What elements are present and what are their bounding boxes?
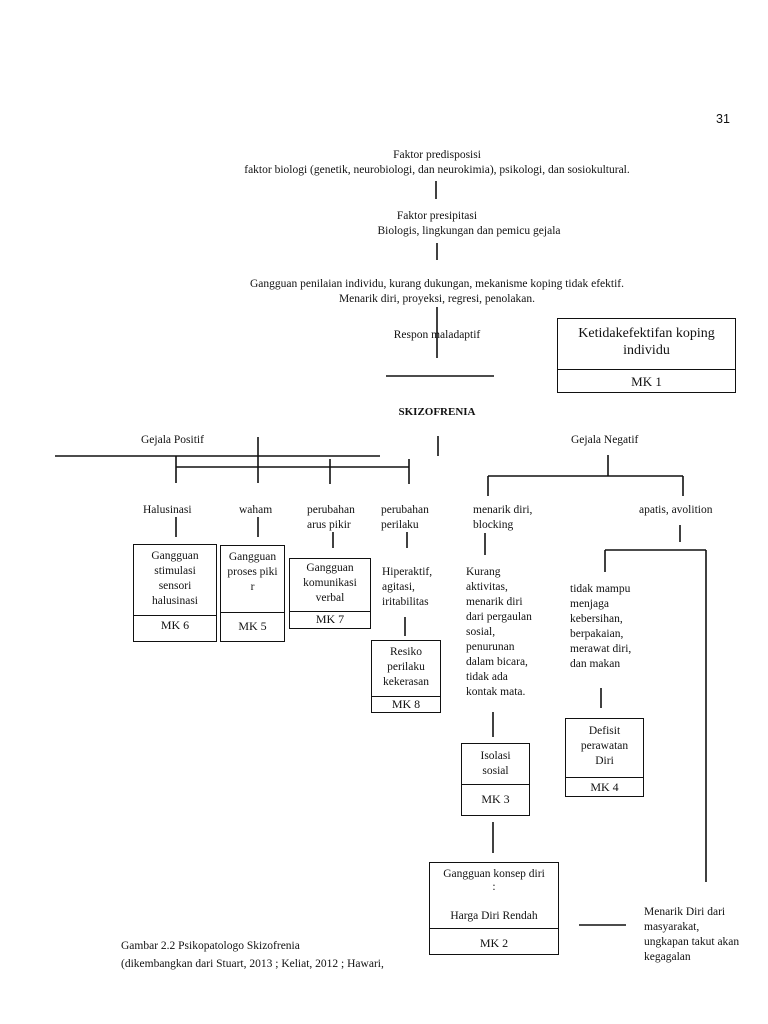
- predisposisi-title: Faktor predisposisi: [393, 149, 481, 161]
- mk1-title: Ketidakefektifan koping individu: [578, 326, 715, 358]
- caption-line-2: (dikembangkan dari Stuart, 2013 ; Keliat…: [121, 958, 384, 970]
- caption-line-1: Gambar 2.2 Psikopatologo Skizofrenia: [121, 940, 300, 952]
- mk8-title: Resiko perilaku kekerasan: [383, 646, 429, 688]
- mk6-code: MK 6: [160, 618, 190, 632]
- mk2-title-line-2: :: [492, 881, 496, 893]
- penilaian-line-1: Gangguan penilaian individu, kurang duku…: [250, 278, 624, 290]
- apatis-label: apatis, avolition: [639, 504, 713, 516]
- mk3-title: Isolasi sosial: [480, 750, 511, 777]
- presipitasi-text: Biologis, lingkungan dan pemicu gejala: [377, 225, 561, 237]
- presipitasi-title: Faktor presipitasi: [396, 210, 478, 222]
- mk2-box: Gangguan konsep diri : Harga Diri Rendah…: [429, 862, 559, 955]
- mk1-box: Ketidakefektifan koping individu MK 1: [557, 318, 736, 393]
- skizofrenia-label: SKIZOFRENIA: [398, 406, 476, 418]
- halusinasi-label: Halusinasi: [143, 504, 192, 516]
- mk3-box: Isolasi sosial MK 3: [461, 743, 530, 816]
- mk7-title: Gangguan komunikasi verbal: [303, 562, 357, 604]
- mk6-title: Gangguan stimulasi sensori halusinasi: [151, 550, 199, 607]
- page-number: 31: [716, 112, 730, 126]
- mk5-title: Gangguan proses pikir: [227, 551, 278, 593]
- predisposisi-text: faktor biologi (genetik, neurobiologi, d…: [244, 164, 630, 176]
- mk7-code: MK 7: [315, 612, 345, 626]
- mk4-title: Defisit perawatan Diri: [580, 725, 629, 767]
- mk2-title-line-1: Gangguan konsep diri: [443, 868, 545, 880]
- respon-label: Respon maladaptif: [393, 329, 481, 341]
- waham-label: waham: [239, 504, 273, 516]
- mk3-code: MK 3: [481, 792, 510, 806]
- gejala-positif-label: Gejala Positif: [141, 434, 204, 446]
- mk7-box: Gangguan komunikasi verbal MK 7: [289, 558, 371, 629]
- menarik-masyarakat-text: Menarik Diri dari masyarakat, ungkapan t…: [644, 906, 740, 963]
- perilaku-detail: Hiperaktif, agitasi, iritabilitas: [382, 566, 433, 608]
- perubahan-perilaku-label: perubahan perilaku: [381, 504, 429, 531]
- mk4-code: MK 4: [590, 780, 619, 794]
- perubahan-arus-pikir-label: perubahan arus pikir: [307, 504, 355, 531]
- mk4-box: Defisit perawatan Diri MK 4: [565, 718, 644, 797]
- mk5-box: Gangguan proses pikir MK 5: [220, 545, 285, 642]
- penilaian-line-2: Menarik diri, proyeksi, regresi, penolak…: [338, 293, 536, 305]
- mk1-code: MK 1: [631, 374, 662, 389]
- menarik-diri-detail: Kurang aktivitas, menarik diri dari perg…: [466, 566, 532, 698]
- gejala-negatif-label: Gejala Negatif: [571, 434, 639, 446]
- mk8-box: Resiko perilaku kekerasan MK 8: [371, 640, 441, 713]
- mk8-code: MK 8: [391, 697, 421, 711]
- mk5-code: MK 5: [238, 619, 267, 633]
- menarik-diri-label: menarik diri, blocking: [473, 504, 533, 531]
- mk6-box: Gangguan stimulasi sensori halusinasi MK…: [133, 544, 217, 642]
- mk2-code: MK 2: [479, 936, 509, 950]
- apatis-detail: tidak mampu menjaga kebersihan, berpakai…: [570, 583, 632, 670]
- mk2-title-line-3: Harga Diri Rendah: [450, 910, 538, 922]
